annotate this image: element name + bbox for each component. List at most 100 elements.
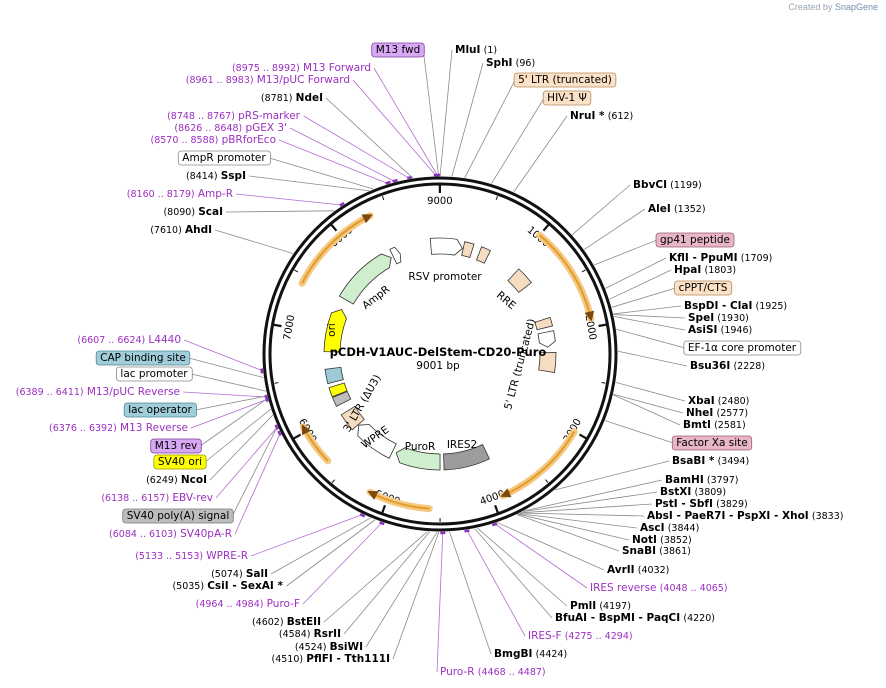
leader-line <box>464 79 516 178</box>
outer-strand <box>262 176 618 532</box>
primer-mark <box>339 201 345 207</box>
feature-wpre <box>357 424 397 459</box>
feature-label-box <box>683 340 802 356</box>
svg-text:lac promoter: lac promoter <box>120 368 188 380</box>
feature-ires2 <box>443 443 490 471</box>
enzyme-label: (5074) SalI <box>211 568 268 580</box>
minor-tick <box>601 381 606 384</box>
primer-label: IRES reverse (4048 .. 4065) <box>590 582 728 594</box>
feature-label-box <box>123 402 197 418</box>
feature-ef-1-core-promoter <box>537 330 556 348</box>
feature-label: lac operator <box>123 402 197 418</box>
snapgene-logo: SnapGene <box>834 2 878 12</box>
leader-line <box>422 49 440 177</box>
leader-line <box>593 239 658 266</box>
feature-label: RSV promoter <box>408 271 482 283</box>
leader-line <box>609 269 672 300</box>
svg-text:AbsI - PaeR7I - PspXI - XhoI: AbsI - PaeR7I - PspXI - XhoI (3833) <box>647 510 843 522</box>
primer-mark <box>406 175 413 180</box>
leader-line <box>373 67 439 177</box>
leader-line <box>250 514 363 557</box>
svg-text:(5074) SalI: (5074) SalI <box>211 568 268 580</box>
enzyme-label: AvrII (4032) <box>607 564 669 576</box>
svg-text:(8781) NdeI: (8781) NdeI <box>261 92 323 104</box>
enzyme-label: AbsI - PaeR7I - PspXI - XhoI (3833) <box>647 510 843 522</box>
brand-credit: Created by SnapGene <box>788 2 878 12</box>
leader-line <box>225 210 335 213</box>
leader-line <box>615 382 686 402</box>
svg-text:(4584) RsrII: (4584) RsrII <box>279 628 341 640</box>
svg-text:Puro-R (4468 .. 4487): Puro-R (4468 .. 4487) <box>440 666 546 678</box>
primer-mark <box>392 178 398 183</box>
plasmid-name: pCDH-V1AUC-DelStem-CD20-Puro <box>330 345 547 359</box>
enzyme-label: (4524) BsiWI <box>295 641 363 653</box>
svg-text:(6376 .. 6392) M13 Reverse: (6376 .. 6392) M13 Reverse <box>49 422 188 434</box>
feature-label: SV40 poly(A) signal <box>122 508 234 524</box>
enzyme-label: (4584) RsrII <box>279 628 341 640</box>
orf-4-arrow <box>301 424 329 462</box>
svg-text:AmpR promoter: AmpR promoter <box>182 152 266 164</box>
svg-text:XbaI (2480): XbaI (2480) <box>688 395 749 407</box>
feature-ori <box>323 308 347 353</box>
leader-line <box>343 531 430 635</box>
leader-line <box>517 513 630 541</box>
primer-label: (8975 .. 8992) M13 Forward <box>232 62 371 74</box>
leader-line <box>613 316 686 331</box>
leader-line <box>436 531 444 673</box>
leader-line <box>491 97 545 184</box>
leader-line <box>616 328 685 349</box>
leader-line <box>611 287 676 308</box>
enzyme-label: MluI (1) <box>455 44 497 56</box>
leader-line <box>523 479 663 512</box>
enzyme-label: BbvCI (1199) <box>633 179 702 191</box>
svg-text:SphI (96): SphI (96) <box>486 57 535 69</box>
primer-label: (8160 .. 8179) Amp-R <box>127 188 233 200</box>
feature-label: CAP binding site <box>95 350 191 366</box>
primer-label: (6084 .. 6103) SV40pA-R <box>109 528 232 540</box>
feature-label: EF-1α core promoter <box>683 340 802 356</box>
enzyme-label: SpeI (1930) <box>688 312 749 324</box>
leader-line <box>554 460 670 491</box>
feature-label-box <box>671 435 753 451</box>
leader-line <box>571 184 631 236</box>
leader-line <box>204 408 271 463</box>
leader-line <box>474 528 553 619</box>
enzyme-label: BspDI - ClaI (1925) <box>684 300 787 312</box>
enzyme-label: (4602) BstEII <box>252 616 321 628</box>
feature-sv40-ori <box>328 382 348 398</box>
leader-line <box>494 523 588 589</box>
ruler-label-7000: 7000 <box>282 314 297 341</box>
feature-3-ltr-u3- <box>340 405 365 431</box>
enzyme-label: NheI (2577) <box>686 407 748 419</box>
svg-text:BstXI (3809): BstXI (3809) <box>660 486 726 498</box>
enzyme-label: (7610) AhdI <box>150 224 212 236</box>
leader-line <box>286 519 376 587</box>
ruler-label-9000: 9000 <box>427 196 452 207</box>
brand-prefix: Created by <box>788 2 833 12</box>
minor-tick <box>545 479 549 483</box>
enzyme-label: (6249) NcoI <box>146 474 207 486</box>
svg-text:M13 fwd: M13 fwd <box>376 44 421 56</box>
leader-line <box>289 127 396 183</box>
leader-line <box>477 527 568 607</box>
feature-label: RRE <box>494 289 518 312</box>
enzyme-label: Bsu36I (2228) <box>690 360 765 372</box>
leader-line <box>215 426 278 499</box>
primer-label: (6138 .. 6157) EBV-rev <box>101 492 213 504</box>
svg-text:(6607 .. 6624) L4440: (6607 .. 6624) L4440 <box>77 334 181 346</box>
enzyme-label: XbaI (2480) <box>688 395 749 407</box>
feature-label: 5' LTR (truncated) <box>502 317 538 411</box>
leader-line <box>604 420 674 444</box>
feature-label: ori <box>326 323 338 337</box>
feature-label: lac promoter <box>116 366 193 382</box>
leader-line <box>513 115 568 193</box>
leader-line <box>522 491 658 513</box>
leader-line <box>188 357 264 379</box>
svg-text:(5035) CsiI - SexAI *: (5035) CsiI - SexAI * <box>172 580 283 592</box>
feature-label: Factor Xa site <box>671 435 753 451</box>
ruler-tick-7000 <box>273 323 282 328</box>
svg-text:lac operator: lac operator <box>128 404 192 416</box>
leader-line <box>303 115 411 179</box>
svg-text:5' LTR (truncated): 5' LTR (truncated) <box>518 74 612 86</box>
